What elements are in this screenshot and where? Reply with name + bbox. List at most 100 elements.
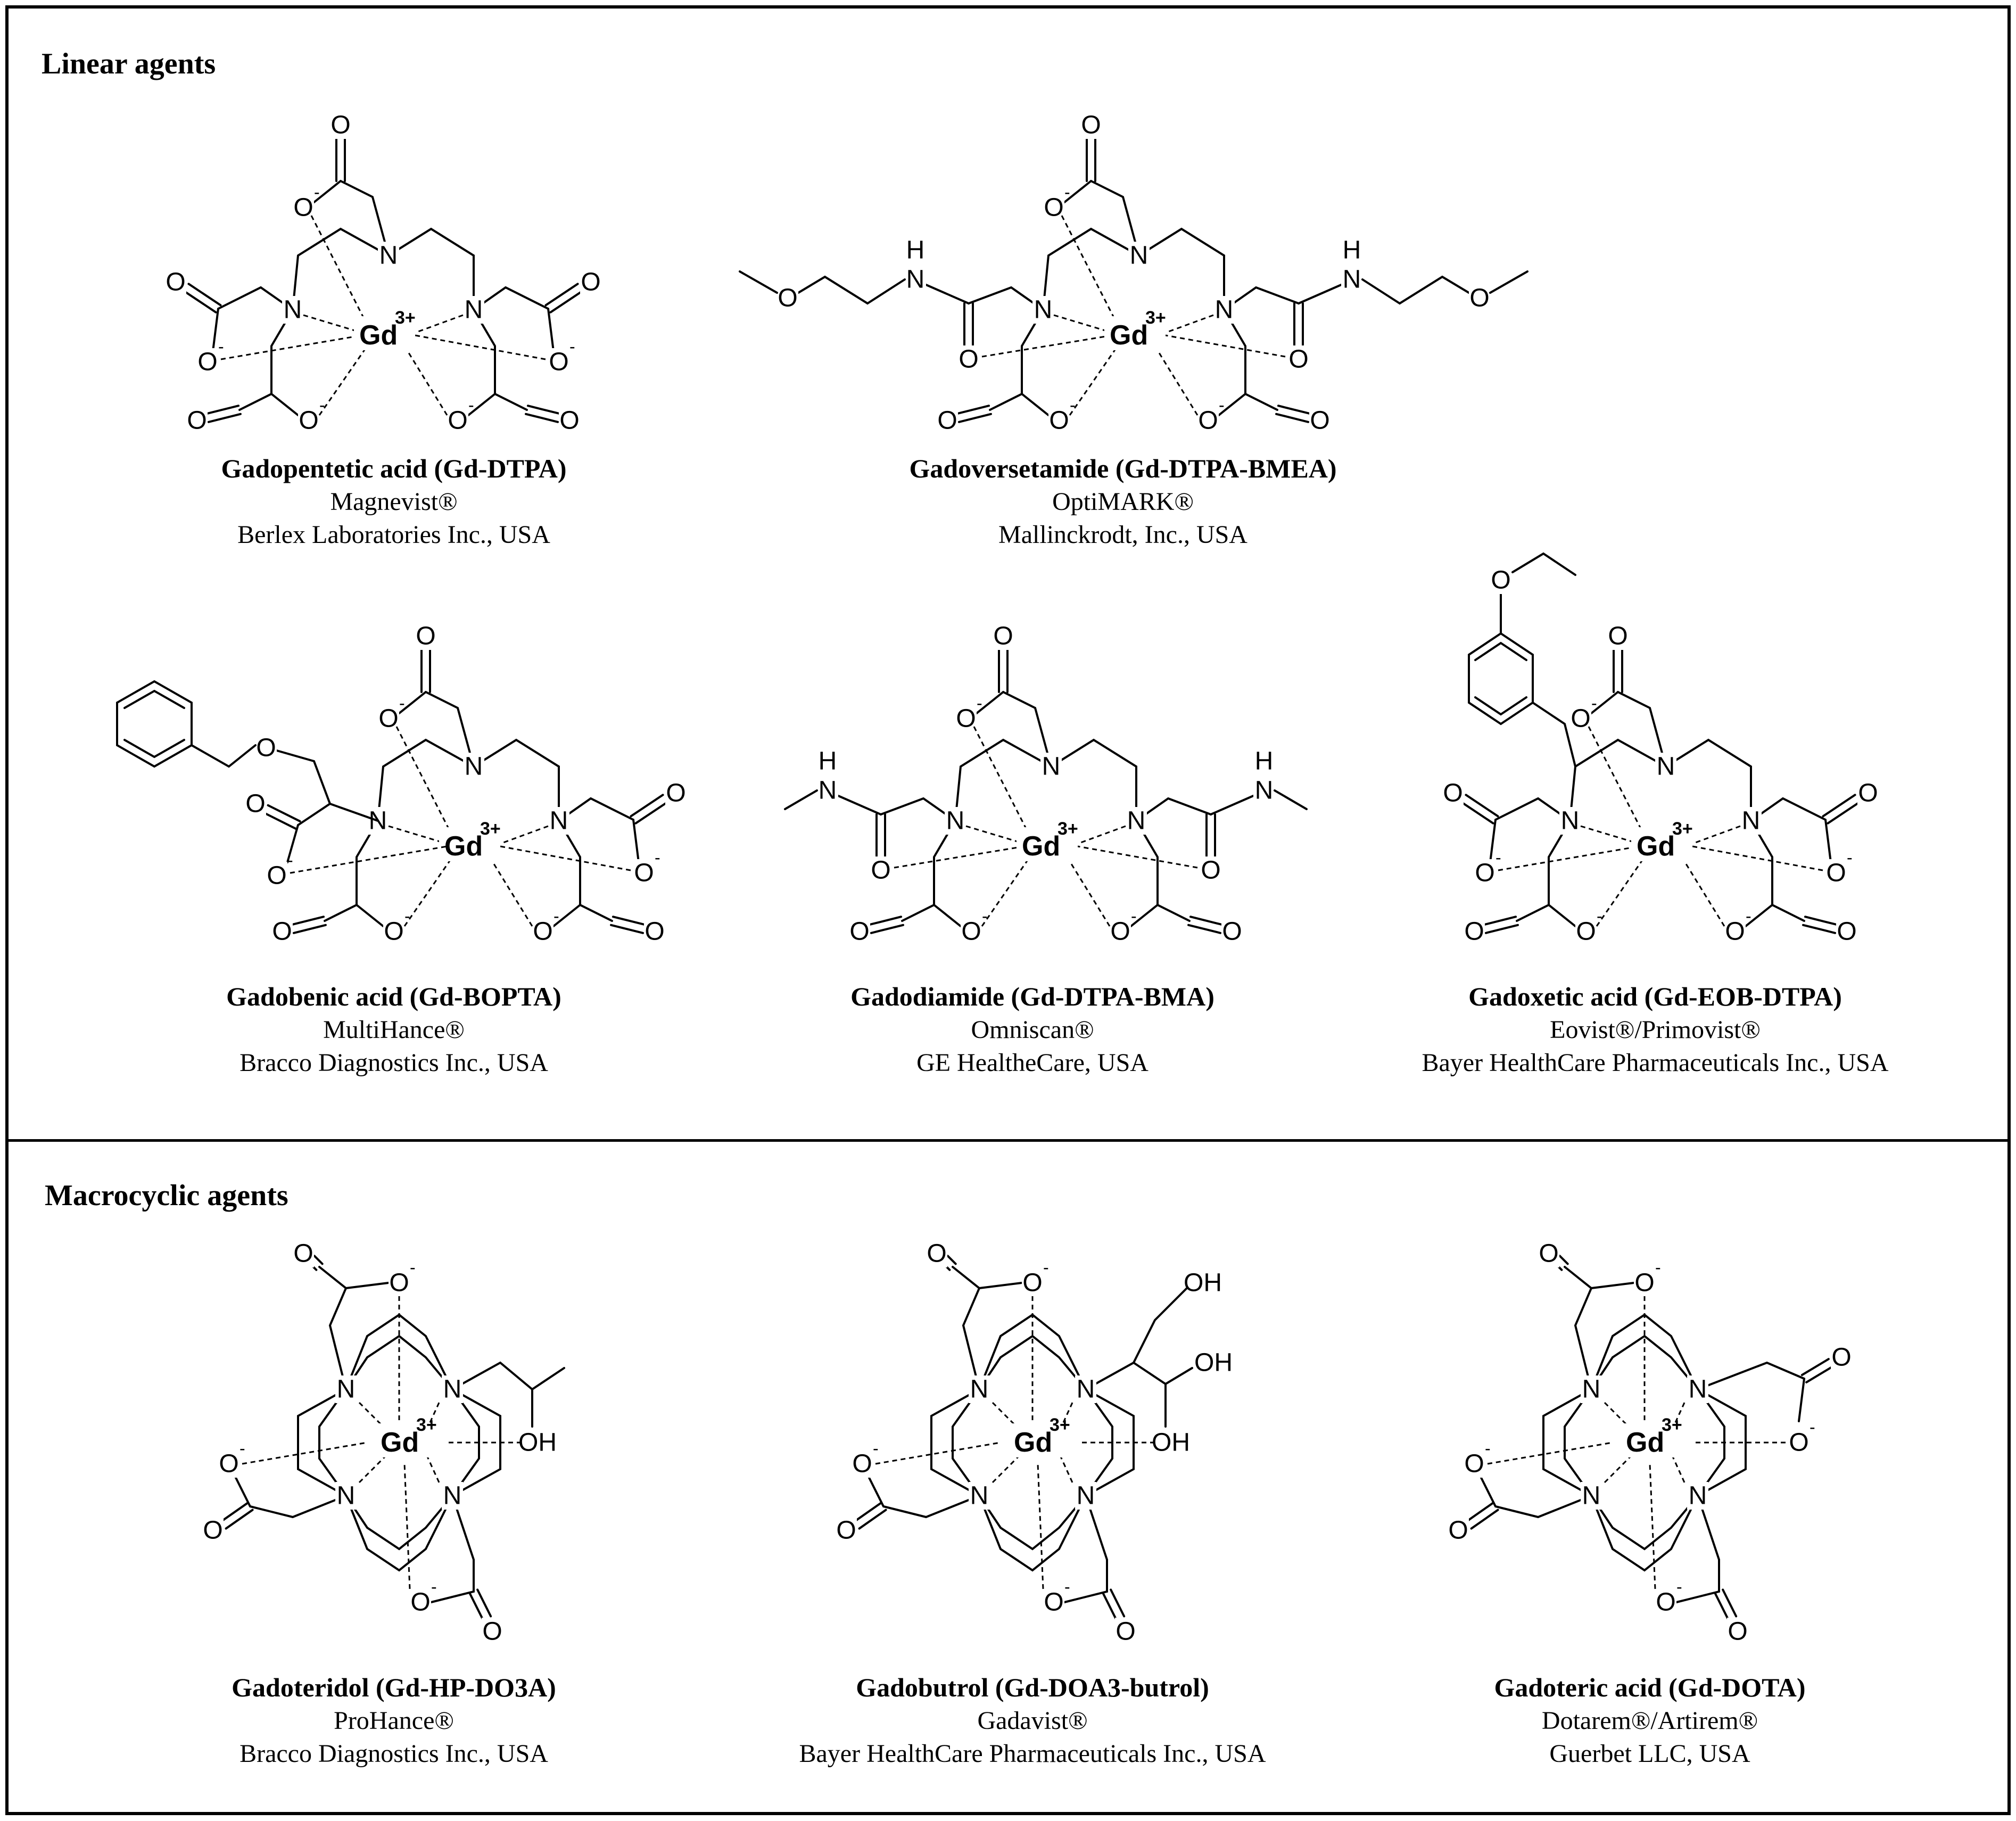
bond bbox=[954, 738, 1052, 822]
bond bbox=[398, 691, 427, 714]
agent-name: Gadoversetamide (Gd-DTPA-BMEA) bbox=[909, 454, 1337, 483]
amide-oxygen: O bbox=[1288, 345, 1308, 374]
carboxylate-oxygen: O bbox=[1044, 1588, 1063, 1617]
coordination-bond bbox=[310, 215, 374, 336]
bond bbox=[123, 689, 185, 709]
bond bbox=[1750, 797, 1827, 822]
negative-charge: - bbox=[977, 694, 982, 713]
bond bbox=[1802, 924, 1837, 934]
gadolinium-charge: 3+ bbox=[1145, 308, 1166, 328]
bond bbox=[1800, 1358, 1830, 1377]
negative-charge: - bbox=[468, 395, 474, 415]
carbonyl-oxygen: O bbox=[1464, 918, 1484, 946]
agent-manufacturer: Bayer HealthCare Pharmaceuticals Inc., U… bbox=[1422, 1049, 1889, 1077]
coordination-bond bbox=[1692, 845, 1823, 871]
agent-brand: ProHance® bbox=[334, 1707, 454, 1735]
carbonyl-oxygen: O bbox=[1831, 1344, 1851, 1372]
carboxylate-oxygen: O bbox=[299, 407, 318, 435]
bond bbox=[1532, 702, 1576, 768]
carboxylate-oxygen: O bbox=[384, 918, 403, 946]
coordination-bond bbox=[1649, 1463, 1656, 1589]
bond bbox=[1138, 227, 1225, 311]
carboxylate-oxygen: O bbox=[378, 705, 398, 733]
ring-nitrogen: N bbox=[1582, 1375, 1601, 1404]
bond bbox=[187, 283, 222, 307]
coordination-bond bbox=[1077, 845, 1198, 869]
gadolinium-ion: Gd bbox=[381, 1427, 419, 1458]
negative-charge: - bbox=[1847, 848, 1853, 867]
carbonyl-oxygen: O bbox=[1539, 1240, 1558, 1268]
agent-name: Gadodiamide (Gd-DTPA-BMA) bbox=[850, 982, 1214, 1011]
bond bbox=[1110, 1588, 1126, 1618]
ring-nitrogen: N bbox=[970, 1482, 989, 1510]
amine-nitrogen: N bbox=[379, 242, 398, 270]
amine-nitrogen: N bbox=[465, 753, 483, 781]
coordination-bond bbox=[1058, 1453, 1073, 1483]
bond bbox=[291, 916, 325, 926]
carbonyl-oxygen: O bbox=[1728, 1618, 1747, 1646]
bond bbox=[978, 1282, 1023, 1289]
bond bbox=[1223, 309, 1278, 411]
bond bbox=[1277, 405, 1311, 415]
bond bbox=[233, 1473, 347, 1519]
negative-charge: - bbox=[1043, 1258, 1049, 1277]
coordination-bond bbox=[425, 1453, 440, 1483]
agent-brand: Omniscan® bbox=[971, 1016, 1094, 1044]
bond bbox=[318, 1266, 348, 1390]
agent-manufacturer: Bracco Diagnostics Inc., USA bbox=[239, 1740, 548, 1768]
bond bbox=[1697, 1388, 1725, 1497]
gadolinium-charge: 3+ bbox=[1057, 819, 1078, 839]
negative-charge: - bbox=[1064, 1577, 1070, 1596]
bond bbox=[978, 1495, 1087, 1551]
amine-nitrogen: N bbox=[1034, 296, 1053, 324]
carbonyl-oxygen: O bbox=[645, 918, 664, 946]
bond bbox=[345, 1495, 453, 1551]
amide-oxygen: O bbox=[959, 345, 978, 374]
hydroxyl-group: OH bbox=[1184, 1269, 1222, 1297]
agent-manufacturer: GE HealtheCare, USA bbox=[916, 1049, 1149, 1077]
carbonyl-oxygen: O bbox=[1837, 918, 1856, 946]
bond bbox=[1569, 738, 1667, 822]
coordination-bond bbox=[489, 856, 533, 927]
ring-nitrogen: N bbox=[970, 1375, 989, 1404]
negative-charge: - bbox=[314, 183, 320, 202]
carbonyl-oxygen: O bbox=[1116, 1618, 1135, 1646]
bond bbox=[267, 804, 301, 822]
bond bbox=[1021, 393, 1050, 416]
amine-nitrogen: N bbox=[1657, 753, 1675, 781]
carboxylate-oxygen: O bbox=[852, 1450, 872, 1478]
negative-charge: - bbox=[1496, 848, 1501, 867]
bond bbox=[356, 904, 384, 927]
bond bbox=[978, 1334, 1087, 1390]
amide-nitrogen: N bbox=[1343, 266, 1361, 294]
carbonyl-oxygen: O bbox=[1081, 111, 1101, 139]
bond bbox=[632, 819, 640, 863]
ether-oxygen: O bbox=[1469, 284, 1489, 312]
coordination-bond bbox=[1692, 825, 1741, 845]
carbonyl-oxygen: O bbox=[187, 407, 206, 435]
bond bbox=[946, 1255, 957, 1265]
gadolinium-ion: Gd bbox=[1637, 831, 1675, 862]
caption-agent-4: Gadoxetic acid (Gd-EOB-DTPA) Eovist®/Pri… bbox=[1373, 979, 1937, 1080]
bond bbox=[1590, 1282, 1635, 1289]
bond bbox=[1511, 552, 1576, 576]
ring-nitrogen: N bbox=[1077, 1482, 1095, 1510]
carboxylate-oxygen: O bbox=[1571, 705, 1590, 733]
ether-oxygen: O bbox=[1491, 566, 1510, 595]
carboxylate-oxygen: O bbox=[533, 918, 552, 946]
coordination-bond bbox=[1498, 845, 1640, 871]
amide-nitrogen: N bbox=[819, 777, 837, 805]
carboxylate-oxygen: O bbox=[448, 407, 467, 435]
carboxylate-oxygen: O bbox=[549, 348, 568, 376]
bond bbox=[978, 1495, 1087, 1572]
bond bbox=[1798, 1378, 1805, 1422]
amine-nitrogen: N bbox=[284, 296, 302, 324]
bond bbox=[451, 1361, 565, 1391]
hydroxyl-group: OH bbox=[518, 1429, 557, 1457]
bond bbox=[345, 1334, 453, 1390]
negative-charge: - bbox=[1485, 1439, 1491, 1458]
agent-name: Gadobutrol (Gd-DOA3-butrol) bbox=[856, 1672, 1209, 1702]
coordination-bond bbox=[242, 1441, 368, 1465]
carboxylate-oxygen: O bbox=[634, 859, 654, 887]
agent-manufacturer: Bracco Diagnostics Inc., USA bbox=[239, 1049, 548, 1077]
